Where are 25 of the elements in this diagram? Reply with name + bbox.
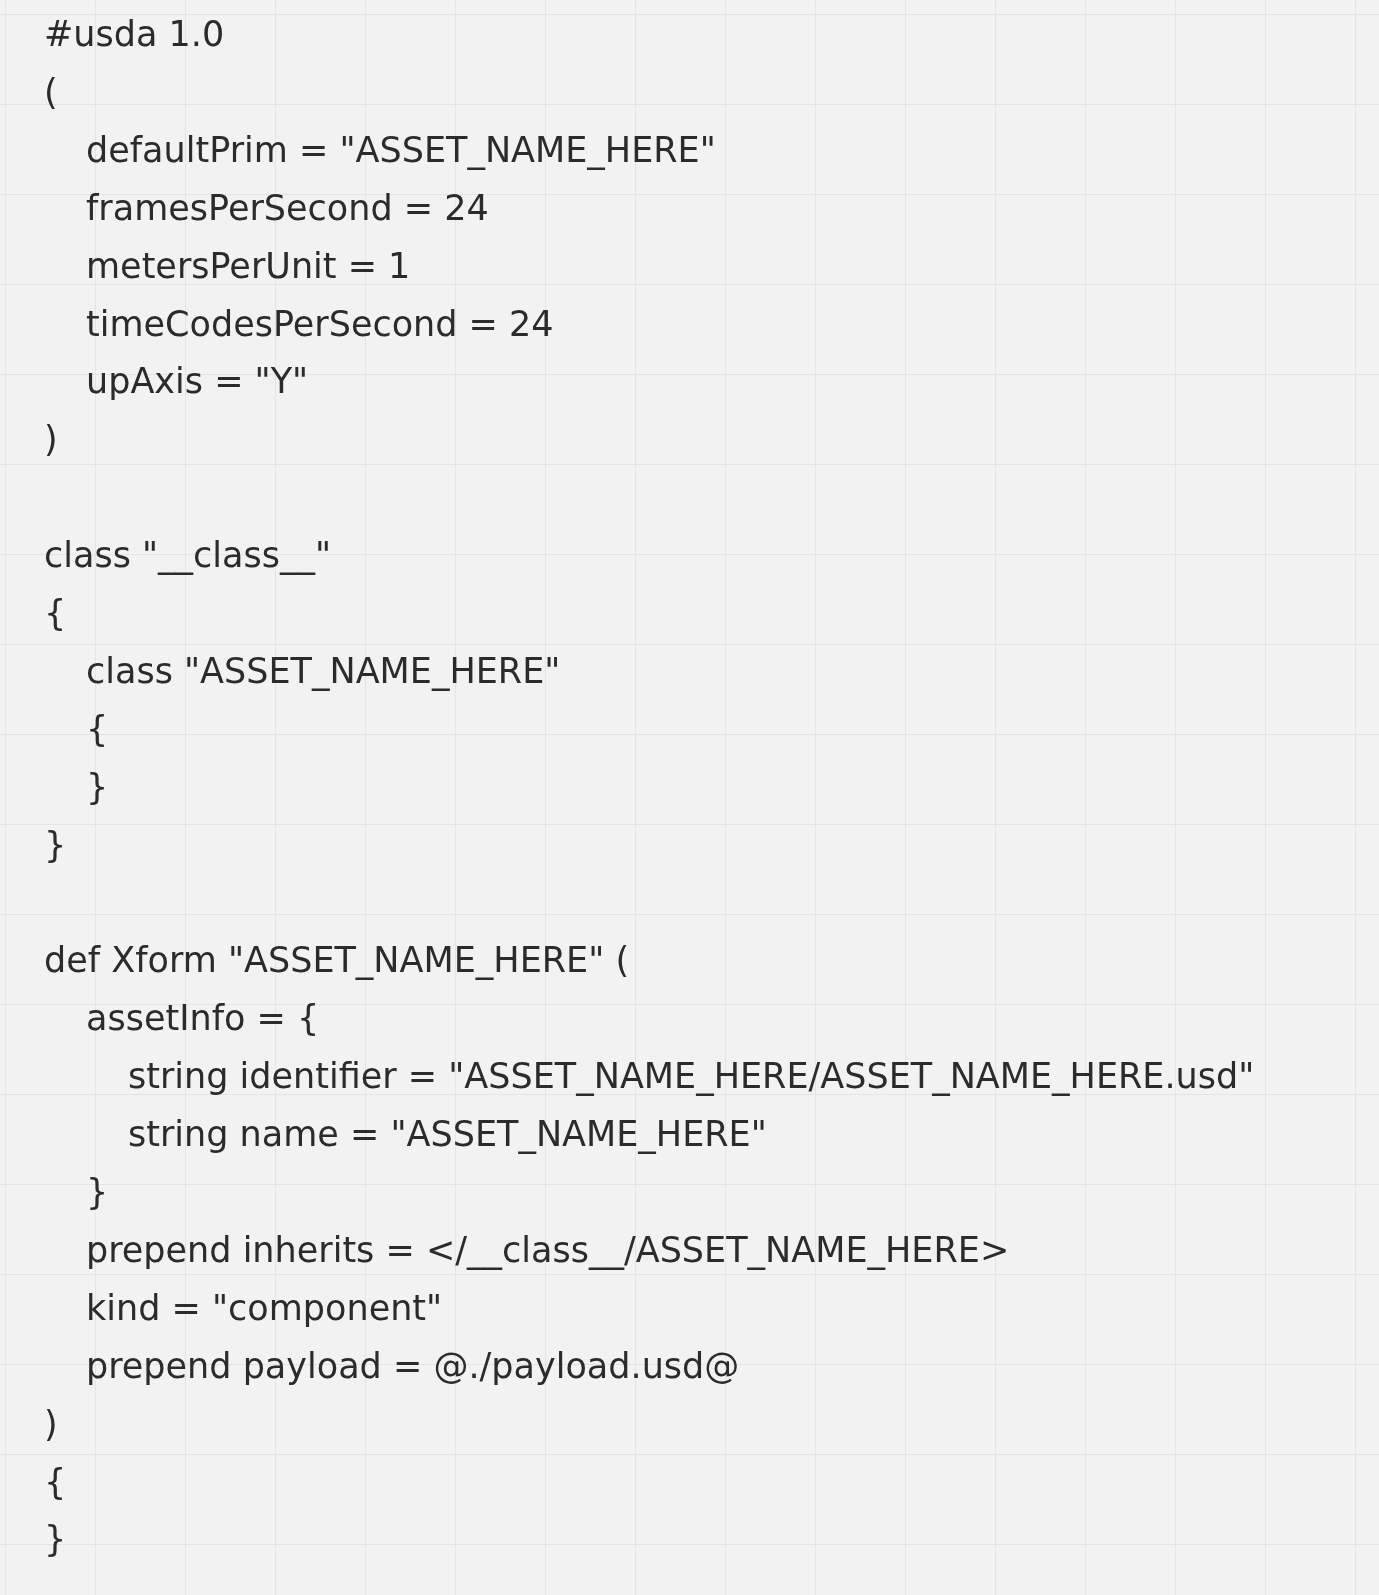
code-line: framesPerSecond = 24: [86, 186, 489, 230]
code-line: string name = "ASSET_NAME_HERE": [128, 1113, 767, 1157]
code-line: ): [44, 418, 58, 462]
code-line: {: [44, 1460, 67, 1504]
code-line: ): [44, 1402, 58, 1446]
code-line: metersPerUnit = 1: [86, 244, 411, 288]
code-line: }: [44, 823, 67, 867]
code-line: assetInfo = {: [86, 997, 320, 1041]
code-line: string identifier = "ASSET_NAME_HERE/ASSET_NAME_HERE.usd": [128, 1055, 1255, 1099]
code-line: }: [86, 1171, 109, 1214]
code-line: class "__class__": [44, 534, 332, 578]
code-line: prepend payload = @./payload.usd@: [86, 1344, 740, 1388]
code-line: {: [44, 592, 67, 635]
code-line: timeCodesPerSecond = 24: [86, 302, 554, 346]
code-line: (: [44, 70, 58, 114]
code-line: }: [86, 765, 109, 809]
code-line: def Xform "ASSET_NAME_HERE" (: [44, 939, 630, 983]
code-line: kind = "component": [86, 1286, 443, 1330]
code-line: class "ASSET_NAME_HERE": [86, 649, 561, 693]
code-line: upAxis = "Y": [86, 360, 309, 404]
code-line: }: [44, 1518, 67, 1562]
code-line: {: [86, 707, 109, 751]
code-line: defaultPrim = "ASSET_NAME_HERE": [86, 128, 716, 172]
code-line: #usda 1.0: [44, 13, 225, 56]
code-line: prepend inherits = </__class__/ASSET_NAME_HERE>: [86, 1228, 1010, 1272]
